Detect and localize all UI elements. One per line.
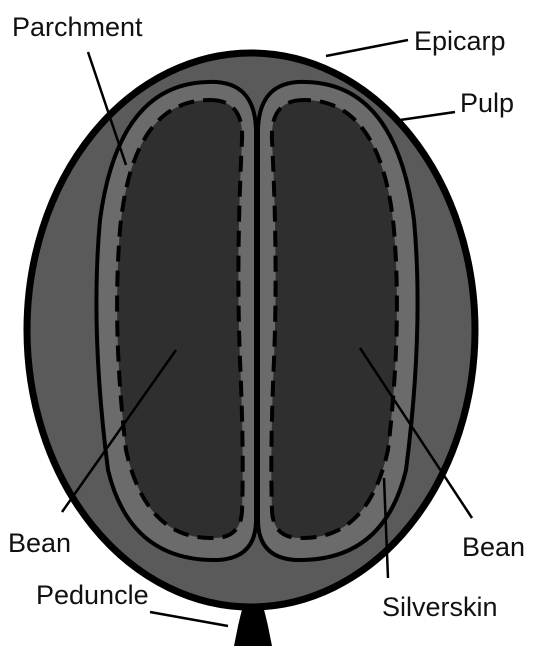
peduncle-leader	[150, 612, 228, 626]
bean-right	[271, 100, 397, 538]
silverskin-label: Silverskin	[382, 592, 498, 622]
epicarp-leader	[326, 40, 408, 56]
bean-left-label: Bean	[8, 528, 71, 558]
pulp-leader	[400, 112, 455, 120]
epicarp-label: Epicarp	[414, 26, 506, 56]
bean-right-label: Bean	[462, 532, 525, 562]
pulp-label: Pulp	[460, 88, 514, 118]
peduncle-label: Peduncle	[36, 580, 149, 610]
bean-left	[117, 100, 243, 538]
parchment-label: Parchment	[12, 12, 143, 42]
